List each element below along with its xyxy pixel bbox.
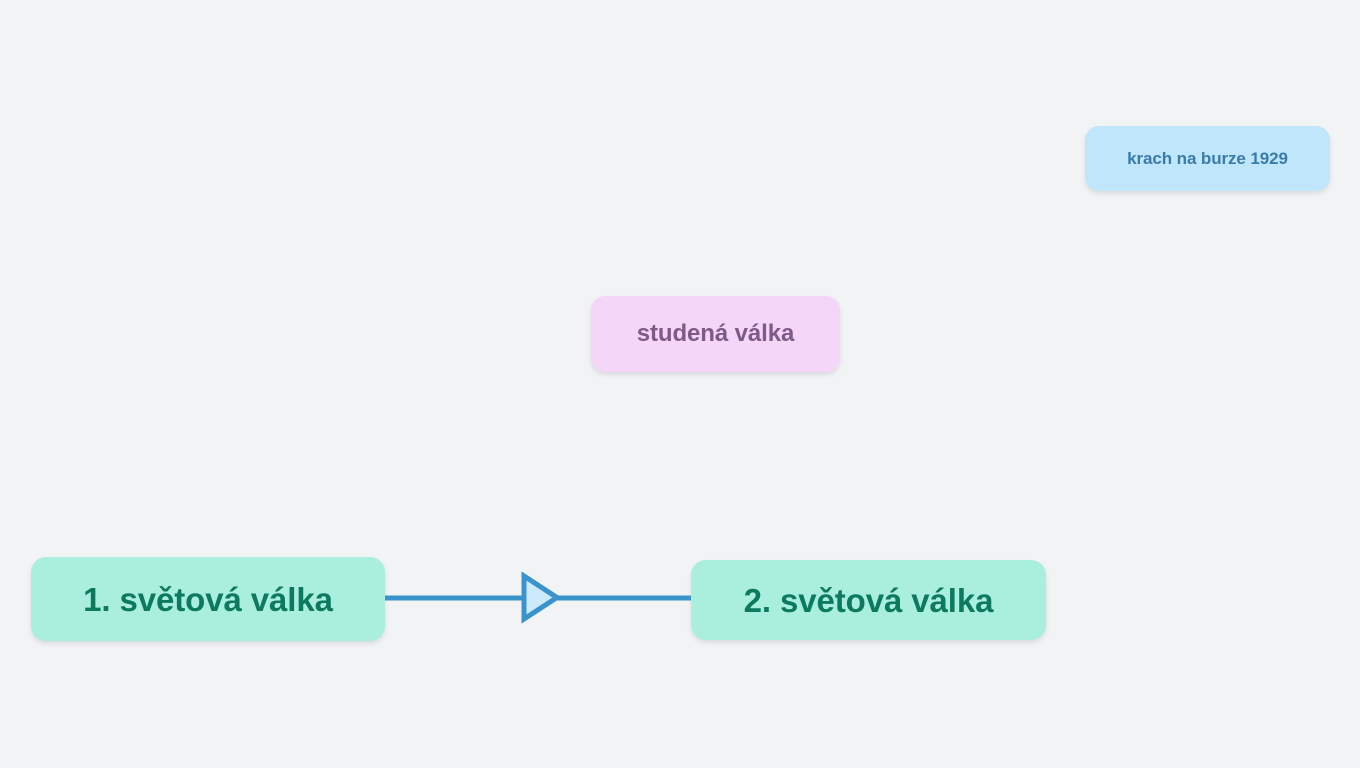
node-druha-svetova-valka[interactable]: 2. světová válka — [691, 560, 1046, 640]
node-label: studená válka — [636, 320, 795, 347]
edge-arrowhead-icon — [521, 571, 562, 624]
node-krach-na-burze-1929[interactable]: krach na burze 1929 — [1085, 126, 1330, 191]
node-label: krach na burze 1929 — [1127, 149, 1288, 168]
node-label: 2. světová válka — [743, 581, 994, 619]
node-studena-valka[interactable]: studená válka — [591, 296, 840, 372]
node-prvni-svetova-valka[interactable]: 1. světová válka — [31, 557, 385, 641]
edge-ww1-to-ww2[interactable] — [385, 571, 692, 624]
node-label: 1. světová válka — [83, 580, 333, 618]
